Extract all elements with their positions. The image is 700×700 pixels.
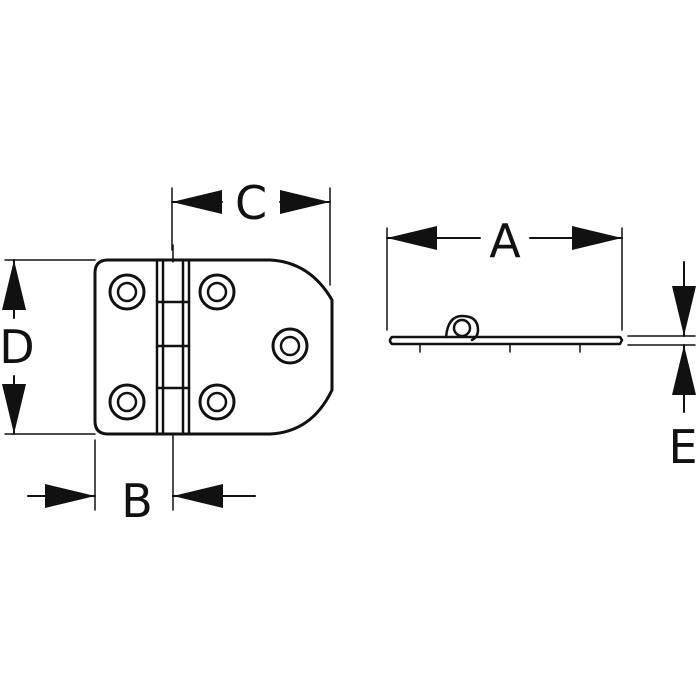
hinge-side-view <box>388 314 624 353</box>
dimension-label-b: B <box>121 474 153 528</box>
dimension-d <box>2 259 96 435</box>
dimension-label-c: C <box>234 176 268 230</box>
dimension-label-d: D <box>0 320 35 374</box>
screw-hole <box>271 327 309 365</box>
screw-hole <box>108 383 146 421</box>
dimension-label-a: A <box>489 214 521 268</box>
screw-hole <box>198 273 236 311</box>
dimension-b <box>27 439 256 511</box>
screw-hole <box>198 383 236 421</box>
hinge-knuckle <box>155 258 191 436</box>
screw-hole <box>108 273 146 311</box>
hinge-side-knuckle <box>444 314 480 342</box>
dimension-a <box>386 226 623 331</box>
hinge-side-ticks <box>419 343 581 353</box>
dimension-c <box>171 187 331 286</box>
hinge-front-view <box>93 244 334 511</box>
dimension-label-e: E <box>668 420 698 474</box>
hinge-plate-outline <box>93 258 334 436</box>
dimension-e <box>627 261 696 413</box>
hinge-side-plate <box>388 335 624 346</box>
